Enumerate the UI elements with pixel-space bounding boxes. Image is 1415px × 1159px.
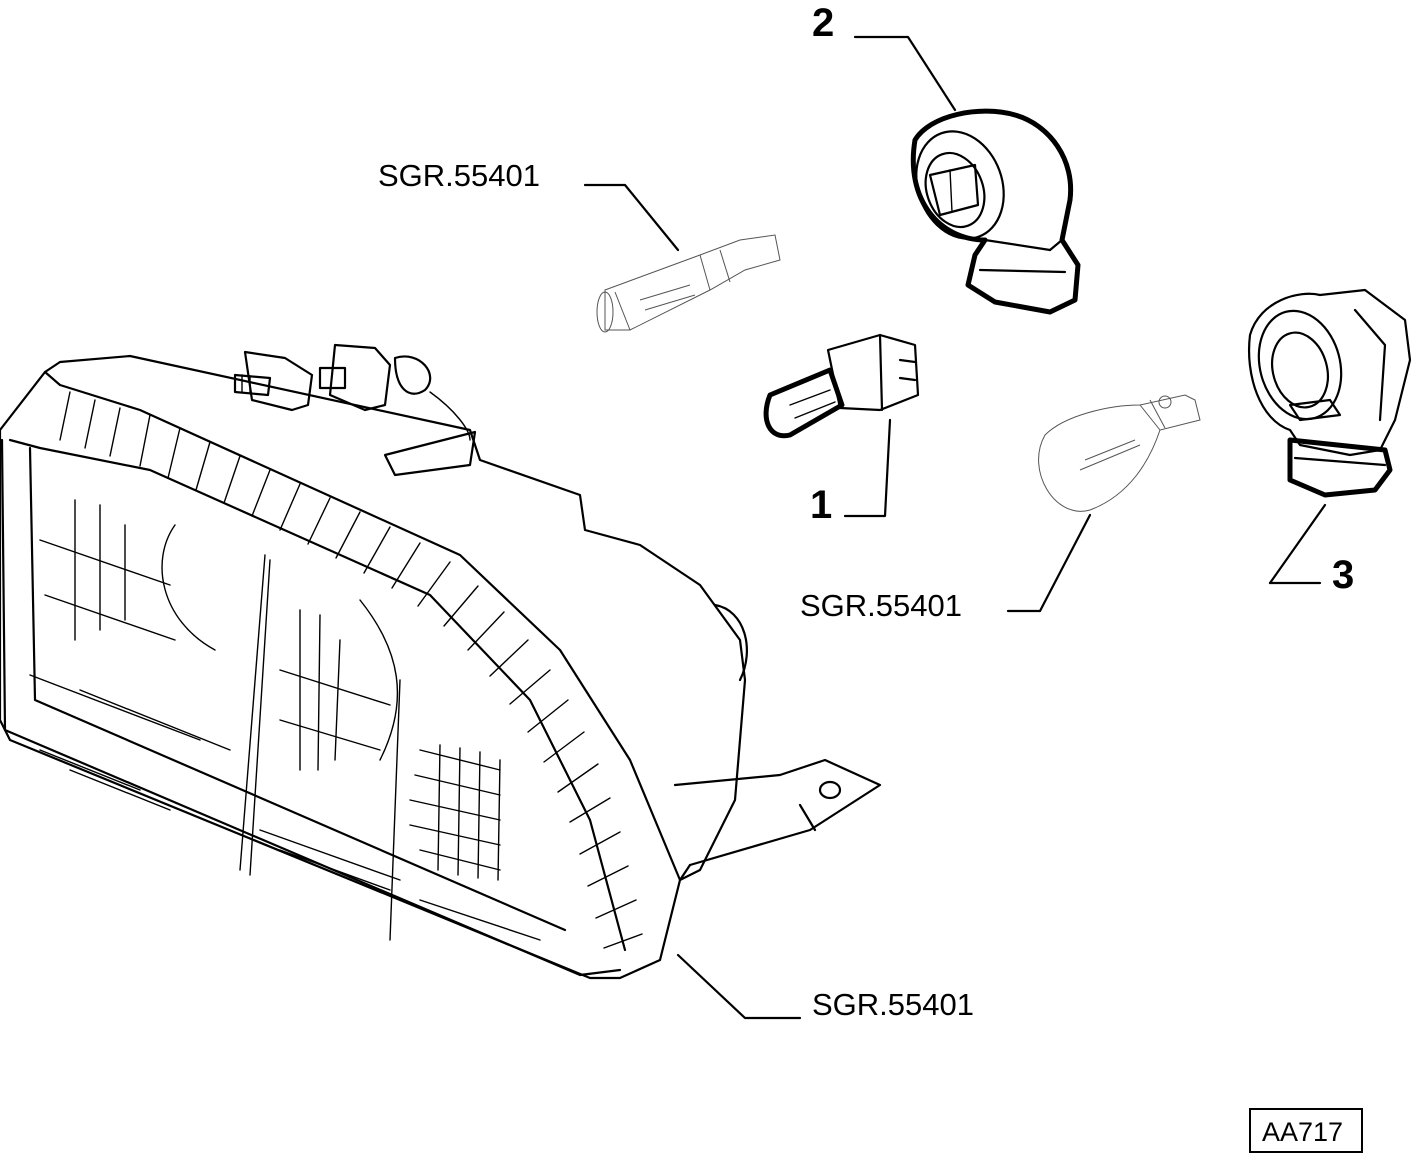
part-3-socket bbox=[1248, 288, 1412, 498]
reference-code-bulb-top: SGR.55401 bbox=[378, 158, 540, 193]
drawing-code: AA717 bbox=[1262, 1117, 1343, 1147]
bulb-top bbox=[596, 234, 781, 333]
callout-2: 2 bbox=[812, 1, 834, 45]
reference-code-headlamp: SGR.55401 bbox=[812, 987, 974, 1022]
drawing-code-box: AA717 bbox=[1249, 1108, 1363, 1153]
part-1-bulb-holder bbox=[763, 333, 920, 439]
callout-3: 3 bbox=[1332, 553, 1354, 597]
bulb-right bbox=[1038, 394, 1201, 512]
part-2-elbow-socket bbox=[910, 108, 1081, 315]
reference-code-bulb-right: SGR.55401 bbox=[800, 588, 962, 623]
adjuster-screw-right bbox=[318, 343, 432, 412]
adjuster-screw-left bbox=[233, 350, 314, 412]
callout-1: 1 bbox=[810, 483, 832, 527]
leader-lines bbox=[583, 35, 1327, 1020]
headlamp-assembly bbox=[0, 343, 882, 980]
mounting-bracket bbox=[673, 758, 882, 882]
